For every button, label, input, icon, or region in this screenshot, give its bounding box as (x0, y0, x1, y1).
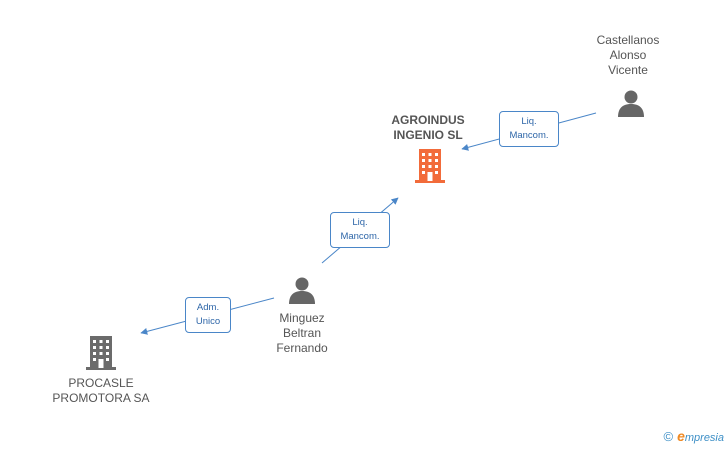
edge-label-liq-mancom: Liq. Mancom. (499, 111, 559, 147)
empresia-logo: ©empresia (663, 428, 724, 444)
node-label-procasle[interactable]: PROCASLE PROMOTORA SA (52, 376, 150, 405)
node-label-minguez[interactable]: Minguez Beltran Fernando (276, 311, 328, 355)
building-icon[interactable] (85, 336, 117, 370)
node-label-castellanos[interactable]: Castellanos Alonso Vicente (596, 33, 660, 77)
edge-label-liq-mancom: Liq. Mancom. (330, 212, 390, 248)
brand-name: mpresia (684, 432, 724, 444)
building-icon[interactable] (414, 149, 446, 183)
copyright-icon: © (663, 429, 674, 444)
person-icon[interactable] (288, 276, 316, 304)
edge-label-adm-unico: Adm. Unico (185, 297, 231, 333)
person-icon[interactable] (617, 89, 645, 117)
brand-e: e (677, 428, 685, 444)
node-label-agroindus[interactable]: AGROINDUS INGENIO SL (391, 113, 465, 142)
